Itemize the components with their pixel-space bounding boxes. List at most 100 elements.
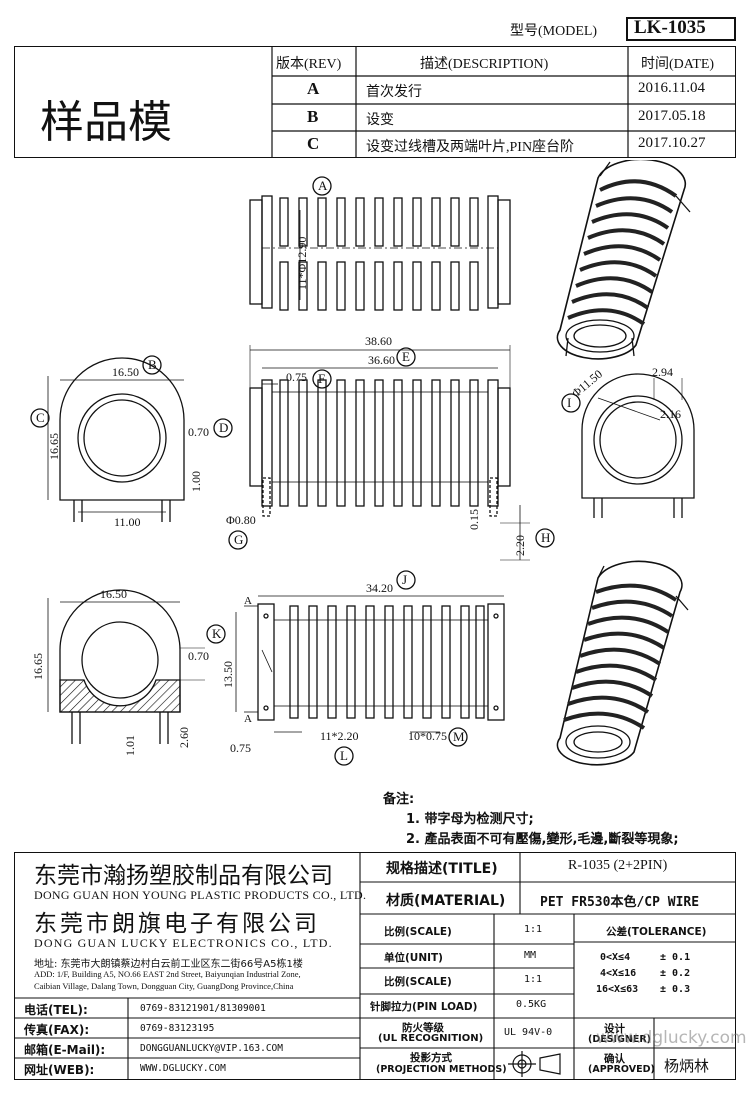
dim-0-70-b: 0.70 (188, 649, 209, 663)
company2-en: DONG GUAN LUCKY ELECTRONICS CO., LTD. (34, 936, 333, 950)
top-view (249, 176, 511, 311)
dim-0-75-b: 0.75 (230, 741, 251, 755)
model-value: LK-1035 (634, 17, 706, 38)
dim-36-60: 36.60 (368, 353, 395, 367)
date-a: 2016.11.04 (638, 80, 705, 96)
rev-c: C (307, 134, 320, 153)
dim-16-65-a: 16.65 (47, 433, 61, 460)
tol-range-1: 0<X≤4 (600, 952, 631, 963)
material-value: PET FR530本色/CP WIRE (540, 895, 700, 910)
tolerance-label: 公差(TOLERANCE) (606, 926, 707, 938)
dim-0-70-a: 0.70 (188, 425, 209, 439)
note-1: 1. 带字母为检测尺寸; (406, 812, 534, 827)
desc-b: 设变 (366, 113, 394, 128)
marker-b: B (148, 357, 157, 372)
section-a-top: A (244, 595, 252, 607)
section-a-bottom: A (244, 713, 252, 725)
pinload-label: 针脚拉力(PIN LOAD) (370, 1001, 478, 1013)
title-label: 规格描述(TITLE) (386, 861, 498, 877)
dim-0-15: 0.15 (467, 509, 481, 530)
designer-label-2: (DESIGNER) (588, 1034, 651, 1045)
dim-2-20-a: 2.20 (513, 535, 527, 556)
title-block (14, 852, 736, 1080)
dim-1-00: 1.00 (189, 471, 203, 492)
rev-header: 版本(REV) (276, 57, 342, 72)
marker-l: L (340, 748, 348, 763)
marker-g: G (234, 532, 243, 547)
date-c: 2017.10.27 (638, 135, 706, 151)
desc-header: 描述(DESCRIPTION) (420, 57, 549, 72)
tel-value: 0769-83121901/81309001 (140, 1003, 266, 1014)
fax-value: 0769-83123195 (140, 1023, 215, 1034)
desc-c: 设变过线槽及两端叶片,PIN座台阶 (366, 140, 575, 155)
model-label: 型号(MODEL) (510, 24, 598, 39)
dim-13-50: 13.50 (221, 661, 235, 688)
marker-c: C (36, 410, 45, 425)
material-label: 材质(MATERIAL) (386, 893, 506, 909)
marker-a: A (318, 178, 328, 193)
projection-symbol (508, 1051, 561, 1077)
rev-b: B (307, 107, 319, 126)
unit-label: 单位(UNIT) (384, 952, 443, 964)
revision-frame (14, 46, 736, 158)
tol-range-3: 16<X≤63 (596, 984, 639, 995)
sample-label: 样品模 (40, 97, 172, 148)
dim-1-01: 1.01 (123, 735, 137, 756)
bottom-view (206, 570, 505, 766)
scale2-label: 比例(SCALE) (384, 976, 452, 988)
dim-phi11-50: Φ11.50 (569, 367, 605, 400)
dim-phi0-80: Φ0.80 (226, 513, 256, 527)
marker-m: M (453, 729, 465, 744)
model-box (626, 17, 736, 41)
tol-value-3: ± 0.3 (660, 984, 691, 995)
note-2: 2. 產品表面不可有壓傷,變形,毛邊,斷裂等現象; (406, 832, 679, 847)
unit-value: MM (524, 950, 537, 961)
tol-range-2: 4<X≤16 (600, 968, 637, 979)
dim-10x0-75: 10*0.75 (408, 729, 447, 743)
web-value[interactable]: WWW.DGLUCKY.COM (140, 1063, 226, 1074)
approved-label-2: (APPROVED) (588, 1064, 655, 1075)
dim-16-65-b: 16.65 (31, 653, 45, 680)
dim-2-16: 2.16 (660, 407, 681, 421)
address-en-2: Caibian Village, Dalang Town, Dongguan C… (34, 981, 294, 991)
proj-label-2: (PROJECTION METHODS) (376, 1064, 507, 1075)
tol-value-1: ± 0.1 (660, 952, 691, 963)
company1-cn: 东莞市瀚扬塑胶制品有限公司 (34, 863, 333, 889)
dim-11x2-20: 11*2.20 (320, 729, 359, 743)
watermark: www.dglucky.com (596, 1028, 747, 1048)
marker-k: K (212, 626, 222, 641)
scale2-value: 1:1 (524, 974, 543, 985)
dim-16-50-b: 16.50 (100, 587, 127, 601)
date-header: 时间(DATE) (641, 57, 715, 72)
end-view-left (30, 355, 233, 522)
scale-label: 比例(SCALE) (384, 926, 452, 938)
title-value: R-1035 (2+2PIN) (568, 858, 668, 873)
tel-label: 电话(TEL): (24, 1003, 88, 1017)
iso-view-top (556, 160, 691, 360)
section-view (47, 589, 205, 744)
fax-label: 传真(FAX): (24, 1023, 90, 1037)
notes-title: 备注: (383, 792, 415, 807)
address-cn: 地址: 东莞市大朗镇蔡边村白云前工业区东二街66号A5栋1楼 (34, 959, 303, 970)
dim-34-20: 34.20 (366, 581, 393, 595)
email-value[interactable]: DONGGUANLUCKY@VIP.163.COM (140, 1043, 283, 1054)
dim-2-60: 2.60 (177, 727, 191, 748)
scale-value: 1:1 (524, 924, 543, 935)
web-label: 网址(WEB): (24, 1063, 95, 1077)
tol-value-2: ± 0.2 (660, 968, 691, 979)
dim-0-75-a: 0.75 (286, 370, 307, 384)
dim-16-50-a: 16.50 (112, 365, 139, 379)
company1-en: DONG GUAN HON YOUNG PLASTIC PRODUCTS CO.… (34, 888, 367, 902)
marker-i: I (567, 395, 571, 410)
rev-a: A (307, 79, 320, 98)
title-block-grid (14, 852, 736, 1080)
ul-value: UL 94V-0 (504, 1027, 553, 1038)
approved-label-1: 确认 (604, 1053, 625, 1065)
dim-38-60: 38.60 (365, 334, 392, 348)
marker-f: F (318, 371, 325, 386)
date-b: 2017.05.18 (638, 108, 706, 124)
dim-11x12-90: 11*Φ12.90 (295, 237, 309, 290)
marker-j: J (402, 572, 407, 587)
pinload-value: 0.5KG (516, 999, 547, 1010)
end-view-right (561, 373, 695, 518)
